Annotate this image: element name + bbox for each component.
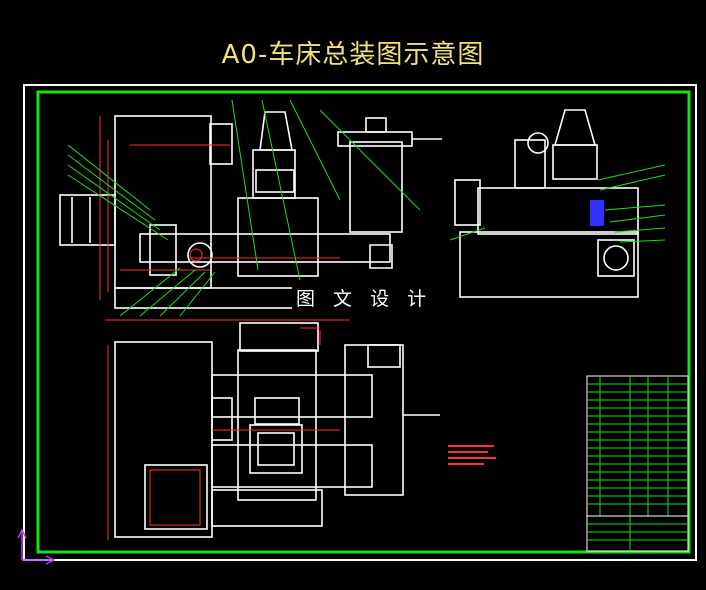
front-view-dimensions (99, 116, 350, 321)
plan-view-dimensions (107, 327, 340, 540)
front-view (59, 111, 442, 309)
outer-border (23, 84, 697, 561)
page-title: A0-车床总装图示意图 (221, 40, 485, 70)
side-view-leaders (449, 164, 666, 243)
front-view-leaders (67, 99, 421, 317)
plan-view (114, 322, 440, 538)
plan-view-notes (448, 445, 496, 465)
watermark-text: 图 文 设 计 (292, 284, 437, 311)
side-view-highlight (590, 200, 604, 226)
ucs-axis-icon (17, 528, 56, 565)
side-view (454, 109, 639, 298)
parts-list-rows (587, 383, 688, 541)
inner-border (36, 90, 691, 554)
